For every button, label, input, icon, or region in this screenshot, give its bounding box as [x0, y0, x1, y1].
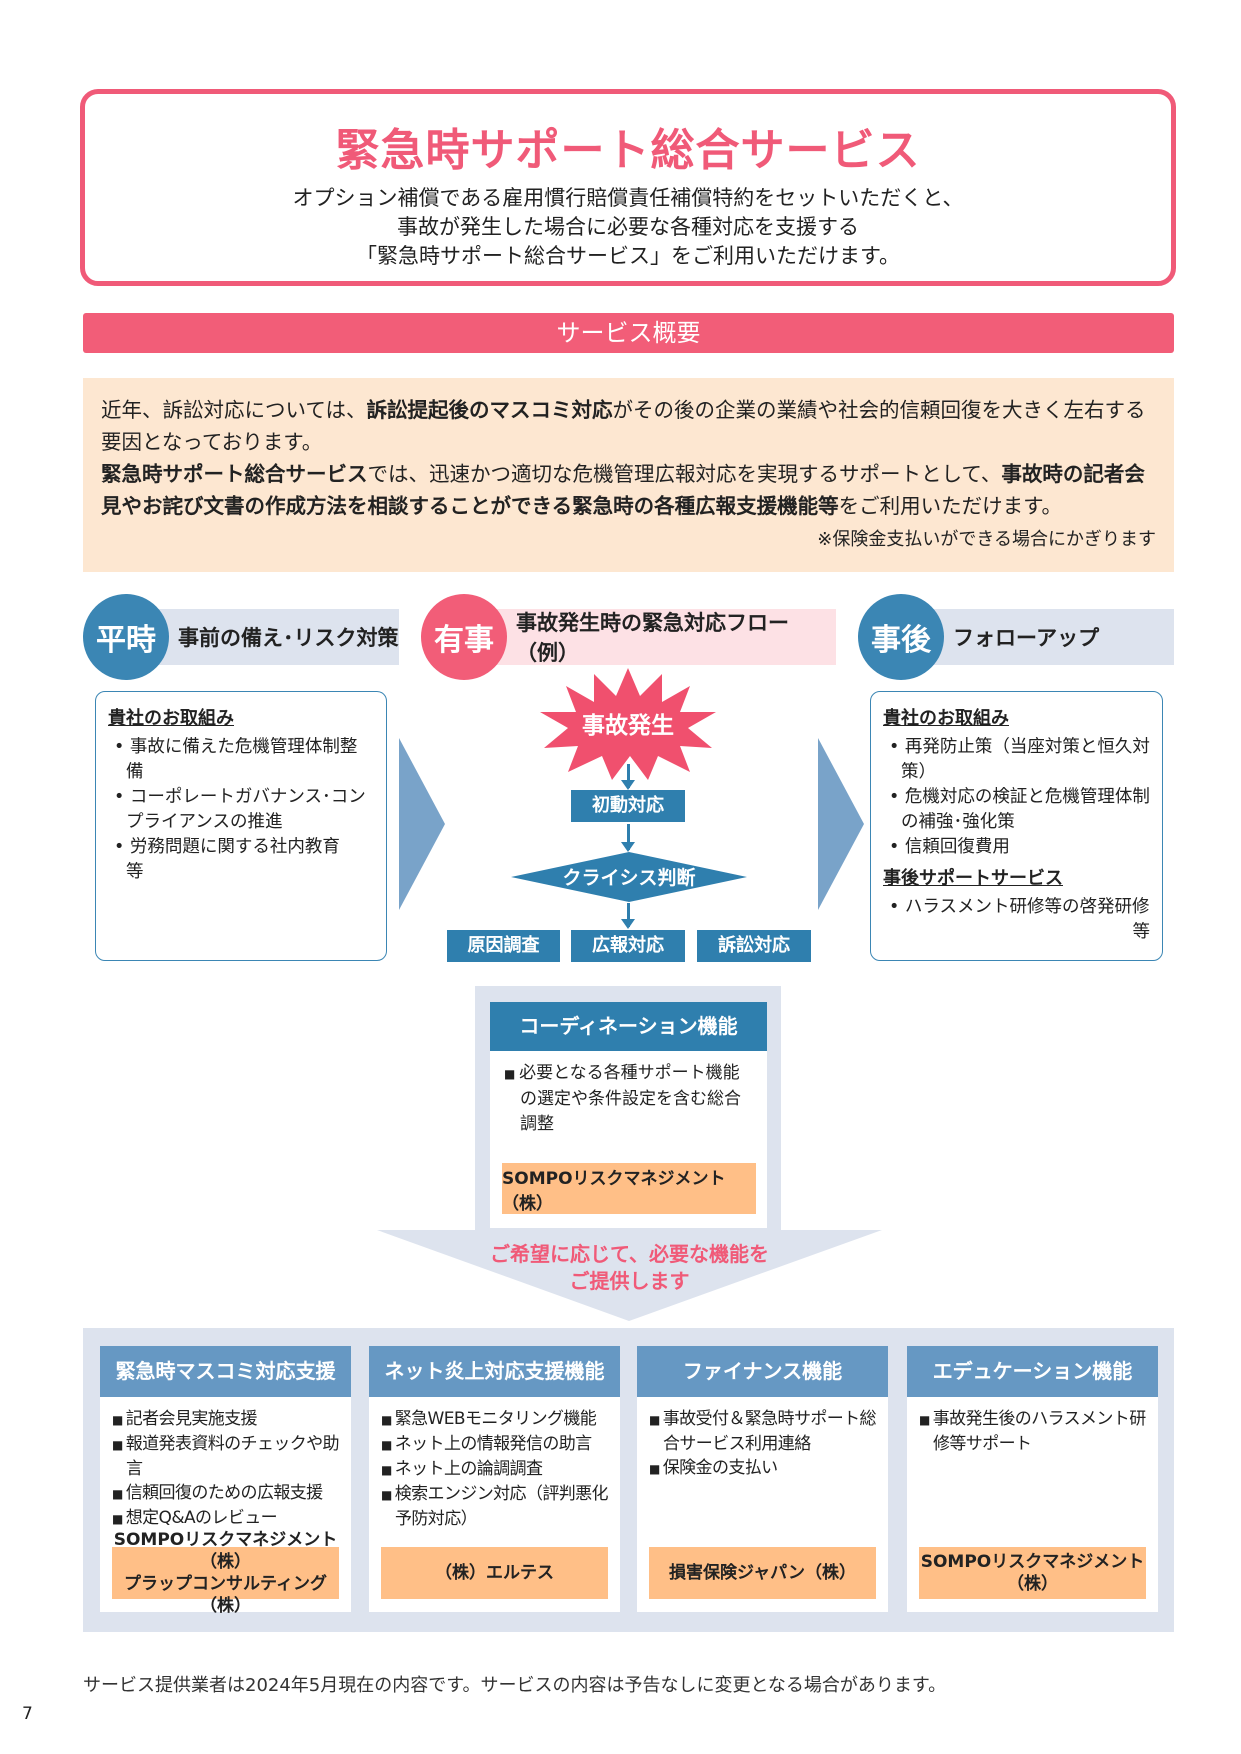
list-item: 信頼回復のための広報支援	[110, 1481, 345, 1506]
intro-line: 「緊急時サポート総合サービス」をご利用いただけます。	[356, 244, 900, 268]
provider-box: （株）エルテス	[381, 1547, 608, 1599]
list-item: 緊急WEBモニタリング機能	[379, 1407, 614, 1432]
provider: SOMPOリスクマネジメント（株）	[920, 1552, 1145, 1594]
overview-p2: 緊急時サポート総合サービスでは、迅速かつ適切な危機管理広報対応を実現するサポート…	[101, 458, 1156, 522]
provider: プラップコンサルティング（株）	[124, 1574, 327, 1616]
text-bold: 緊急時サポート総合サービス	[101, 462, 368, 486]
footer-note: サービス提供業者は2024年5月現在の内容です。サービスの内容は予告なしに変更と…	[83, 1675, 947, 1696]
flow-branch-pr: 広報対応	[571, 930, 685, 962]
coordination-text: ■ 必要となる各種サポート機能の選定や条件設定を含む総合調整	[504, 1063, 741, 1134]
phase-title: 事前の備え･リスク対策	[178, 626, 399, 650]
starburst-icon	[540, 668, 716, 780]
flow-start: 事故発生	[582, 713, 674, 739]
intro-line: 事故が発生した場合に必要な各種対応を支援する	[397, 215, 859, 239]
overview-note: ※保険金支払いができる場合にかぎります	[817, 529, 1156, 550]
chevron-right-icon	[399, 738, 445, 910]
list-item: 再発防止策（当座対策と恒久対策）	[883, 735, 1150, 785]
flow-branch-cause: 原因調査	[447, 930, 560, 962]
provider: （株）エルテス	[435, 1563, 554, 1583]
card-title: 緊急時マスコミ対応支援	[100, 1346, 351, 1397]
coordination-caption: ご希望に応じて、必要な機能を ご提供します	[377, 1241, 882, 1295]
page-title: 緊急時サポート総合サービス	[335, 125, 921, 176]
list-item: コーポレートガバナンス･コンプライアンスの推進	[108, 785, 374, 835]
function-card-net: ネット炎上対応支援機能 緊急WEBモニタリング機能ネット上の情報発信の助言ネット…	[369, 1346, 620, 1612]
arrow-down-icon	[621, 764, 635, 790]
intro-line: オプション補償である雇用慣行賠償責任補償特約をセットいただくと、	[292, 186, 964, 210]
list-suffix: 等	[1132, 922, 1151, 942]
list-item: 報道発表資料のチェックや助言	[110, 1432, 345, 1481]
phase-normal-header: 事前の備え･リスク対策	[126, 609, 399, 665]
overview-box: 近年、訴訟対応については、訴訟提起後のマスコミ対応がその後の企業の業績や社会的信…	[83, 378, 1174, 572]
text: をご利用いただけます。	[838, 494, 1063, 518]
text: では、迅速かつ適切な危機管理広報対応を実現するサポートとして、	[367, 462, 1002, 486]
decision-diamond	[511, 852, 747, 902]
card-title: ネット炎上対応支援機能	[369, 1346, 620, 1397]
text: 必要となる各種サポート機能の選定や条件設定を含む総合調整	[519, 1063, 741, 1134]
intro-box: 緊急時サポート総合サービス オプション補償である雇用慣行賠償責任補償特約をセット…	[80, 89, 1176, 286]
intro-text: オプション補償である雇用慣行賠償責任補償特約をセットいただくと、 事故が発生した…	[85, 184, 1171, 271]
provider-box: SOMPOリスクマネジメント（株）プラップコンサルティング（株）	[112, 1530, 339, 1616]
flow-branch-litigation: 訴訟対応	[697, 930, 811, 962]
list-item: ハラスメント研修等の啓発研修	[883, 895, 1150, 920]
section-bar-overview: サービス概要	[83, 313, 1174, 353]
coordination-title: コーディネーション機能	[490, 1002, 767, 1051]
arrow-down-icon	[621, 903, 635, 929]
list-item: 事故に備えた危機管理体制整備	[108, 735, 374, 785]
chevron-right-icon	[818, 738, 864, 910]
function-card-finance: ファイナンス機能 事故受付＆緊急時サポート総合サービス利用連絡保険金の支払い 損…	[637, 1346, 888, 1612]
card-title: エデュケーション機能	[907, 1346, 1158, 1397]
phase-badge-normal: 平時	[83, 594, 169, 680]
overview-p1: 近年、訴訟対応については、訴訟提起後のマスコミ対応がその後の企業の業績や社会的信…	[101, 394, 1156, 458]
flow-decision: クライシス判断	[562, 867, 696, 889]
list-item: 想定Q&Aのレビュー	[110, 1506, 345, 1531]
phase-title: フォローアップ	[953, 626, 1100, 650]
normal-actions-box: 貴社のお取組み 事故に備えた危機管理体制整備コーポレートガバナンス･コンプライア…	[95, 691, 387, 961]
list-item: 保険金の支払い	[647, 1456, 882, 1481]
page-number: 7	[22, 1704, 33, 1724]
phase-emergency-header: 事故発生時の緊急対応フロー（例）	[464, 609, 836, 665]
provider-box: SOMPOリスクマネジメント（株）	[919, 1547, 1146, 1599]
list-item: ネット上の論調調査	[379, 1457, 614, 1482]
arrow-down-icon	[621, 824, 635, 852]
caption-line: ご提供します	[569, 1269, 690, 1293]
list-item: ネット上の情報発信の助言	[379, 1432, 614, 1457]
list-item: 事故受付＆緊急時サポート総合サービス利用連絡	[647, 1407, 882, 1456]
list-item: 危機対応の検証と危機管理体制の補強･強化策	[883, 785, 1150, 835]
list-item: 事故発生後のハラスメント研修等サポート	[917, 1407, 1152, 1456]
list-item: 記者会見実施支援	[110, 1407, 345, 1432]
provider: SOMPOリスクマネジメント（株）	[113, 1530, 338, 1572]
provider: 損害保険ジャパン（株）	[669, 1563, 856, 1583]
card-title: ファイナンス機能	[637, 1346, 888, 1397]
box-heading: 貴社のお取組み	[108, 708, 234, 729]
phase-after-header: フォローアップ	[901, 609, 1174, 665]
list-item: 労務問題に関する社内教育 等	[108, 835, 374, 885]
flow-step-initial: 初動対応	[571, 790, 685, 822]
text: がその後の企業の業績や社会的信頼回復を大きく左右する要因となっております。	[101, 398, 1146, 454]
text-bold: 事故時の記者会見やお詫び文書の作成方法を相談することができる緊急時の各種広報支援…	[101, 462, 1145, 518]
text: 近年、訴訟対応については、	[101, 398, 367, 422]
box-heading: 貴社のお取組み	[883, 708, 1009, 729]
phase-title: 事故発生時の緊急対応フロー（例）	[516, 611, 789, 665]
after-actions-box: 貴社のお取組み 再発防止策（当座対策と恒久対策）危機対応の検証と危機管理体制の補…	[870, 691, 1163, 961]
phase-badge-after: 事後	[858, 594, 944, 680]
phase-badge-emergency: 有事	[421, 594, 507, 680]
list-item: 信頼回復費用	[883, 835, 1150, 860]
caption-line: ご希望に応じて、必要な機能を	[490, 1242, 769, 1266]
coordination-provider: SOMPOリスクマネジメント（株）	[502, 1163, 756, 1214]
box-heading: 事後サポートサービス	[883, 868, 1063, 889]
provider-box: 損害保険ジャパン（株）	[649, 1547, 876, 1599]
function-card-media: 緊急時マスコミ対応支援 記者会見実施支援報道発表資料のチェックや助言信頼回復のた…	[100, 1346, 351, 1616]
function-card-education: エデュケーション機能 事故発生後のハラスメント研修等サポート SOMPOリスクマ…	[907, 1346, 1158, 1612]
text-bold: 訴訟提起後のマスコミ対応	[366, 398, 613, 422]
list-item: 検索エンジン対応（評判悪化予防対応）	[379, 1482, 614, 1531]
